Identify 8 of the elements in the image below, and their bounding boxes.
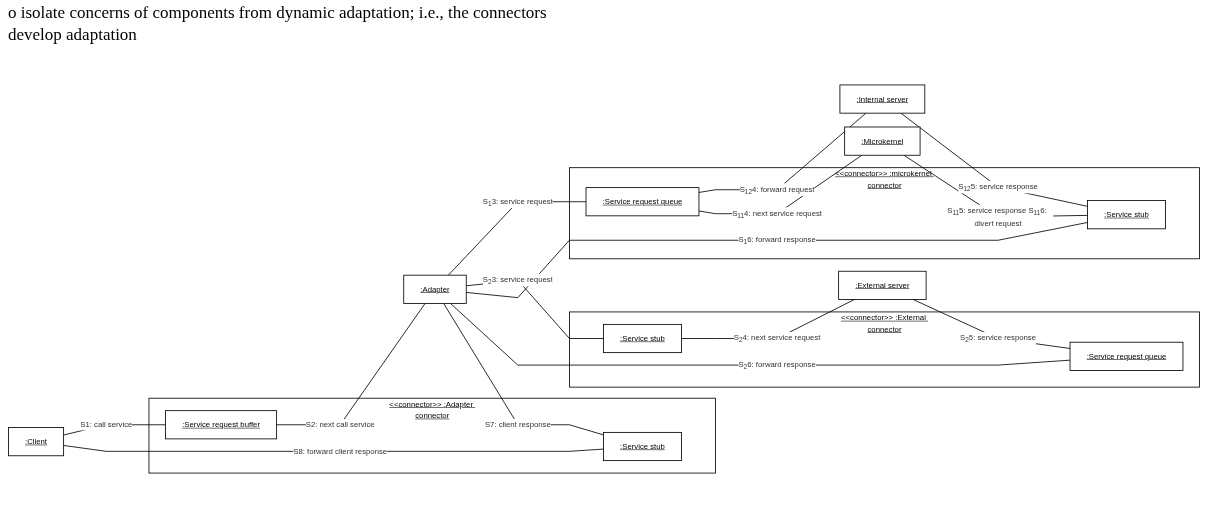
connector	[912, 299, 1071, 349]
connector	[443, 303, 604, 436]
connector	[450, 303, 1071, 366]
body-text: o isolate concerns of components from dynamic adaptation; i.e., the connectors develop adaptation	[8, 2, 548, 47]
connector	[465, 222, 1088, 299]
connector	[698, 154, 863, 215]
connector	[903, 154, 1088, 218]
connector	[900, 112, 1088, 207]
